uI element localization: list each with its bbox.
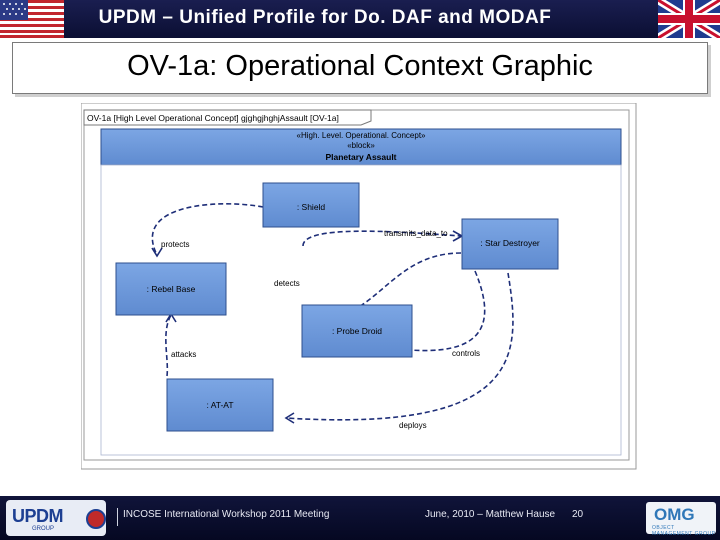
footer-bar: UPDM GROUP INCOSE International Workshop… <box>0 496 720 540</box>
updm-logo: UPDM GROUP <box>6 500 106 536</box>
slide-title: OV-1a: Operational Context Graphic <box>127 50 593 82</box>
node-probe-droid[interactable]: : Probe Droid <box>301 304 413 358</box>
node-at-at[interactable]: : AT-AT <box>166 378 274 432</box>
node-star-destroyer[interactable]: : Star Destroyer <box>461 218 559 270</box>
label-detects: detects <box>274 279 300 288</box>
edge-detects <box>304 252 462 320</box>
updm-logo-subtext: GROUP <box>32 526 55 532</box>
uk-flag-icon <box>658 0 720 38</box>
node-star-destroyer-label: : Star Destroyer <box>480 238 540 248</box>
updm-logo-text: UPDM <box>12 506 64 526</box>
frame-tag <box>83 109 372 126</box>
header-bar: UPDM – Unified Profile for Do. DAF and M… <box>0 0 720 38</box>
context-name: Planetary Assault <box>325 152 396 162</box>
node-probe-droid-label: : Probe Droid <box>332 326 382 336</box>
edge-controls <box>383 270 486 352</box>
page-number: 20 <box>572 509 584 520</box>
edge-deploys <box>285 272 514 421</box>
context-block[interactable] <box>100 128 622 166</box>
footer-divider <box>117 508 118 526</box>
node-at-at-label: : AT-AT <box>206 400 233 410</box>
label-controls: controls <box>452 349 480 358</box>
footer-event: INCOSE International Workshop 2011 Meeti… <box>123 509 330 520</box>
context-stereotype-1: «High. Level. Operational. Concept» <box>297 131 427 140</box>
node-shield-label: : Shield <box>297 202 326 212</box>
omg-logo: OMG OBJECT MANAGEMENT GROUP <box>646 502 716 537</box>
ov1a-diagram: OV-1a [High Level Operational Concept] g… <box>81 103 637 470</box>
omg-logo-text: OMG <box>654 505 695 524</box>
label-deploys: deploys <box>399 421 427 430</box>
us-flag-icon <box>0 0 64 38</box>
updm-logo-mark-icon <box>86 509 106 529</box>
frame-title: OV-1a [High Level Operational Concept] g… <box>87 113 339 123</box>
slide-title-box: OV-1a: Operational Context Graphic <box>12 42 708 94</box>
arrowhead-protects <box>151 247 163 258</box>
node-rebel-base-label: : Rebel Base <box>147 284 196 294</box>
arrowhead-deploys <box>284 412 295 424</box>
node-rebel-base[interactable]: : Rebel Base <box>115 262 227 316</box>
label-attacks: attacks <box>171 350 196 359</box>
edge-protects <box>151 203 264 256</box>
label-protects: protects <box>161 240 189 249</box>
context-stereotype-2: «block» <box>347 141 375 150</box>
omg-logo-subtext: OBJECT MANAGEMENT GROUP <box>652 525 716 537</box>
node-shield[interactable]: : Shield <box>262 182 360 228</box>
edge-transmits-data-to <box>302 230 462 247</box>
label-transmits-data-to: transmits_data_to <box>384 229 448 238</box>
edge-attacks <box>165 314 172 377</box>
header-title: UPDM – Unified Profile for Do. DAF and M… <box>98 7 552 28</box>
footer-date-author: June, 2010 – Matthew Hause <box>425 509 556 520</box>
